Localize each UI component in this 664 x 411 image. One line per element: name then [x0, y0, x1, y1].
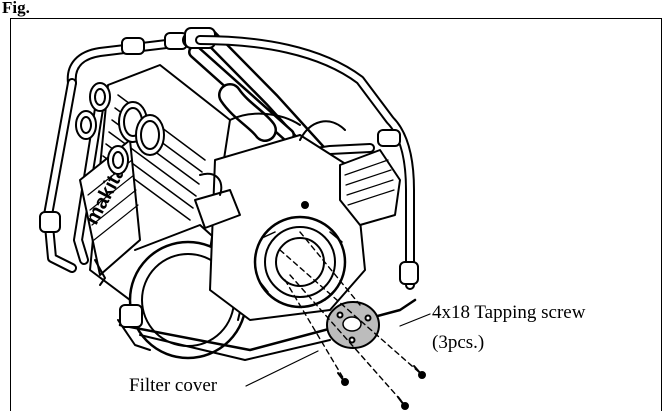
gauges [75, 82, 165, 175]
figure-label: Fig. [2, 0, 30, 17]
screw-quantity-callout: (3pcs.) [432, 332, 485, 353]
frame-tubes-left [39, 32, 205, 273]
filter-cover-callout: Filter cover [129, 375, 218, 396]
tapping-screws [337, 365, 426, 410]
leader-lines [245, 313, 431, 387]
tapping-screw-callout: 4x18 Tapping screw [432, 302, 586, 323]
screw-alignment-lines [279, 231, 421, 406]
filter-cover [326, 301, 380, 349]
base [94, 259, 417, 361]
motor-housing [194, 112, 401, 321]
figure-frame [10, 18, 662, 411]
